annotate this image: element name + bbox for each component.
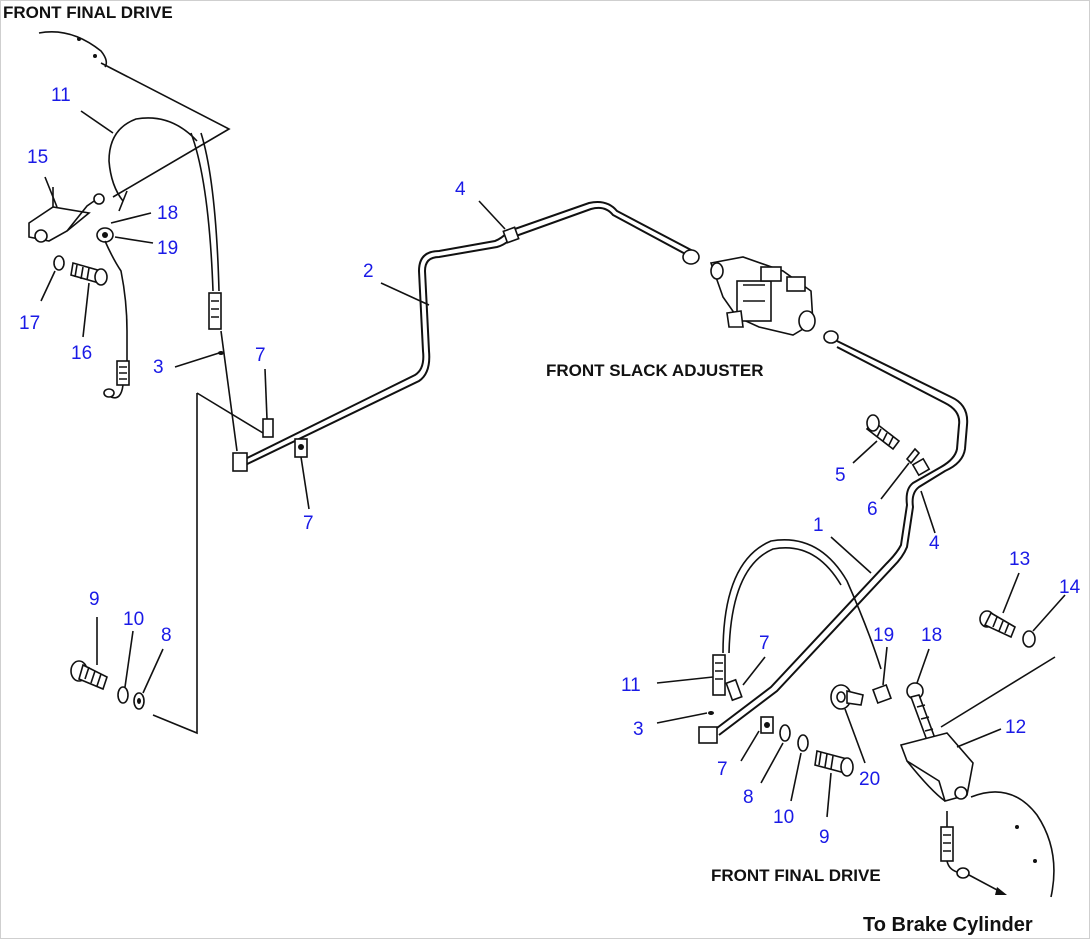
callout-19: 19 xyxy=(157,238,178,259)
callout-10: 10 xyxy=(123,609,144,630)
callout-18: 18 xyxy=(157,203,178,224)
label-to-brake-cylinder: To Brake Cylinder xyxy=(863,914,1033,936)
hose-end-left xyxy=(103,360,130,399)
leader-lines xyxy=(40,110,1066,818)
fitting-20 xyxy=(830,684,864,710)
callout-14: 14 xyxy=(1059,577,1081,598)
callout-1: 1 xyxy=(813,515,824,536)
gasket-3-top xyxy=(218,330,238,452)
bolt-16 xyxy=(70,261,108,286)
callout-18: 18 xyxy=(921,625,942,646)
hose-11-bottom xyxy=(708,539,882,715)
callout-15: 15 xyxy=(27,147,48,168)
callout-20: 20 xyxy=(859,769,880,790)
callout-7: 7 xyxy=(759,633,770,654)
callout-12: 12 xyxy=(1005,717,1026,738)
bolt-5 xyxy=(865,414,901,451)
label-front-slack-adjuster: FRONT SLACK ADJUSTER xyxy=(546,361,764,380)
washer-6 xyxy=(905,447,921,465)
callout-7: 7 xyxy=(717,759,728,780)
bolt-13 xyxy=(979,610,1016,639)
bolt-9-bottom xyxy=(814,749,854,777)
clamp-7-a xyxy=(262,418,274,438)
pipe-2 xyxy=(232,201,700,472)
callout-7: 7 xyxy=(303,513,314,534)
washer-14 xyxy=(1022,630,1036,648)
clamp-7-b xyxy=(294,438,308,458)
callout-13: 13 xyxy=(1009,549,1030,570)
washer-10-bottom xyxy=(797,734,809,752)
fitting-18-19 xyxy=(96,227,128,361)
washer-10-left xyxy=(117,686,129,704)
front-slack-adjuster xyxy=(709,256,839,344)
washer-8-bottom xyxy=(779,724,791,742)
clamp-7-d xyxy=(760,716,774,734)
callout-10: 10 xyxy=(773,807,794,828)
bracket-12 xyxy=(899,656,1056,802)
callout-11: 11 xyxy=(621,675,641,696)
callout-19: 19 xyxy=(873,625,894,646)
hose-11-top xyxy=(108,117,222,330)
label-front-final-drive-top: FRONT FINAL DRIVE xyxy=(3,3,173,22)
pipe-1 xyxy=(698,340,969,744)
final-drive-bottom-right xyxy=(906,760,1055,898)
callout-16: 16 xyxy=(71,343,92,364)
callout-9: 9 xyxy=(89,589,100,610)
callout-2: 2 xyxy=(363,261,374,282)
callout-17: 17 xyxy=(19,313,40,334)
callout-4: 4 xyxy=(455,179,466,200)
callout-8: 8 xyxy=(743,787,754,808)
bracket-15 xyxy=(28,187,105,243)
callout-3: 3 xyxy=(633,719,644,740)
callout-4: 4 xyxy=(929,533,940,554)
callout-7: 7 xyxy=(255,345,266,366)
label-front-final-drive-bottom: FRONT FINAL DRIVE xyxy=(711,866,881,885)
callout-3: 3 xyxy=(153,357,164,378)
callout-5: 5 xyxy=(835,465,846,486)
callout-9: 9 xyxy=(819,827,830,848)
callout-6: 6 xyxy=(867,499,878,520)
washer-8-left xyxy=(133,692,145,710)
left-frame-lines xyxy=(152,392,264,735)
final-drive-top-left xyxy=(38,31,231,198)
callout-8: 8 xyxy=(161,625,172,646)
callout-11: 11 xyxy=(51,85,71,106)
washer-17 xyxy=(53,255,65,271)
clamp-7-c xyxy=(725,678,743,702)
fitting-19-bottom xyxy=(872,684,892,704)
bolt-9-left xyxy=(70,660,108,691)
